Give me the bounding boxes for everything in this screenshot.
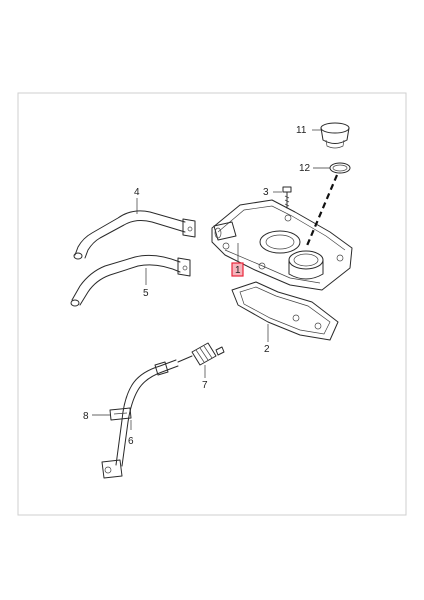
callout-1: 1 bbox=[235, 265, 241, 276]
callout-1-highlight bbox=[231, 262, 244, 277]
housing-gasket bbox=[231, 281, 339, 341]
pipe-clip bbox=[109, 407, 132, 421]
diagram-frame bbox=[17, 92, 407, 516]
callout-4: 4 bbox=[134, 187, 140, 198]
vent-pipe bbox=[101, 359, 179, 479]
callout-12: 12 bbox=[299, 163, 311, 174]
callout-6: 6 bbox=[128, 436, 134, 447]
sensor-connector bbox=[177, 342, 225, 366]
breather-hose-lower bbox=[70, 254, 191, 307]
callout-3: 3 bbox=[263, 187, 269, 198]
callout-11: 11 bbox=[296, 125, 307, 136]
breather-hose-upper bbox=[73, 210, 196, 260]
callout-8: 8 bbox=[83, 411, 89, 422]
o-ring bbox=[329, 162, 351, 174]
filler-cap bbox=[320, 122, 350, 149]
ventilation-housing bbox=[211, 199, 353, 291]
callout-2: 2 bbox=[264, 344, 270, 355]
assembly-dash-line bbox=[304, 174, 339, 249]
bolt bbox=[282, 186, 292, 209]
callout-5: 5 bbox=[143, 288, 149, 299]
callout-7: 7 bbox=[202, 380, 208, 391]
